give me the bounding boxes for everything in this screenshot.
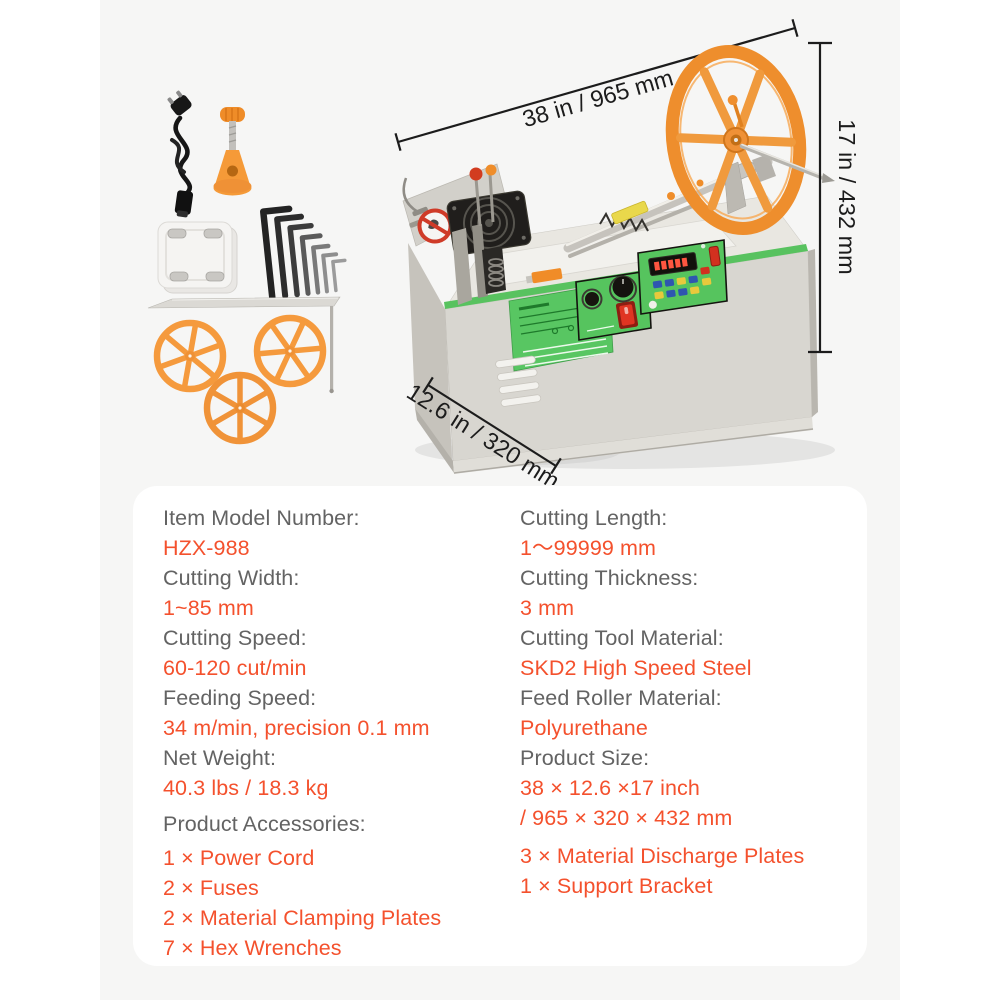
spec-label: Cutting Width: bbox=[163, 566, 300, 590]
spec-label: Feed Roller Material: bbox=[520, 686, 722, 710]
spec-label: Item Model Number: bbox=[163, 506, 360, 530]
discharge-plates-icon bbox=[153, 314, 327, 445]
machine-left-face bbox=[408, 243, 452, 461]
spec-column-right: Cutting Length: 1〜99999 mm Cutting Thick… bbox=[520, 503, 804, 901]
spec-value: HZX-988 bbox=[163, 536, 250, 560]
spec-card: Item Model Number: HZX-988 Cutting Width… bbox=[133, 486, 867, 966]
spec-value: SKD2 High Speed Steel bbox=[520, 656, 752, 680]
cutting-machine bbox=[402, 45, 835, 474]
spec-label: Cutting Length: bbox=[520, 506, 668, 530]
cutting-head bbox=[452, 164, 563, 305]
height-dimension bbox=[808, 41, 832, 354]
accessories-heading: Product Accessories: bbox=[163, 812, 366, 836]
width-dimension-label: 38 in / 965 mm bbox=[520, 64, 677, 132]
content-panel: 38 in / 965 mm bbox=[100, 0, 900, 1000]
accessory-item: 1 × Support Bracket bbox=[520, 874, 713, 898]
control-panel bbox=[637, 239, 728, 315]
clamping-plates-icon bbox=[157, 221, 238, 294]
spec-value: / 965 × 320 × 432 mm bbox=[520, 806, 733, 830]
spec-column-left: Item Model Number: HZX-988 Cutting Width… bbox=[163, 503, 441, 963]
power-cord-icon bbox=[167, 90, 194, 218]
spec-label: Cutting Tool Material: bbox=[520, 626, 724, 650]
accessory-item: 7 × Hex Wrenches bbox=[163, 936, 342, 960]
power-switch bbox=[615, 301, 639, 329]
accessories-list-left: 1 × Power Cord 2 × Fuses 2 × Material Cl… bbox=[163, 843, 441, 963]
product-illustration: 38 in / 965 mm bbox=[147, 19, 860, 485]
accessory-item: 1 × Power Cord bbox=[163, 846, 315, 870]
spec-label: Cutting Speed: bbox=[163, 626, 307, 650]
spec-value: 40.3 lbs / 18.3 kg bbox=[163, 776, 329, 800]
spec-label: Cutting Thickness: bbox=[520, 566, 699, 590]
spec-label: Feeding Speed: bbox=[163, 686, 317, 710]
accessory-item: 2 × Fuses bbox=[163, 876, 259, 900]
knob-panel bbox=[575, 270, 652, 341]
spec-label: Product Size: bbox=[520, 746, 650, 770]
accessory-item: 3 × Material Discharge Plates bbox=[520, 844, 805, 868]
support-bracket-icon bbox=[147, 296, 341, 394]
spec-value: Polyurethane bbox=[520, 716, 648, 740]
spec-value: 34 m/min, precision 0.1 mm bbox=[163, 716, 430, 740]
spec-value: 3 mm bbox=[520, 596, 575, 620]
winding-wheel bbox=[665, 45, 807, 235]
spec-value: 1〜99999 mm bbox=[520, 536, 657, 560]
accessories-list-right: 3 × Material Discharge Plates 1 × Suppor… bbox=[520, 841, 804, 901]
spec-value: 38 × 12.6 ×17 inch bbox=[520, 776, 700, 800]
speed-knob bbox=[581, 288, 603, 310]
height-dimension-label: 17 in / 432 mm bbox=[834, 119, 860, 274]
depth-dimension bbox=[422, 376, 562, 475]
emergency-toggle bbox=[708, 245, 721, 267]
clamping-knob-icon bbox=[213, 107, 252, 196]
wheel-axle bbox=[739, 143, 827, 181]
spec-value: 60-120 cut/min bbox=[163, 656, 307, 680]
vent-slots bbox=[495, 355, 542, 407]
hex-wrenches-icon bbox=[260, 205, 347, 301]
spec-label: Net Weight: bbox=[163, 746, 277, 770]
accessory-item: 2 × Material Clamping Plates bbox=[163, 906, 442, 930]
spec-value: 1~85 mm bbox=[163, 596, 254, 620]
